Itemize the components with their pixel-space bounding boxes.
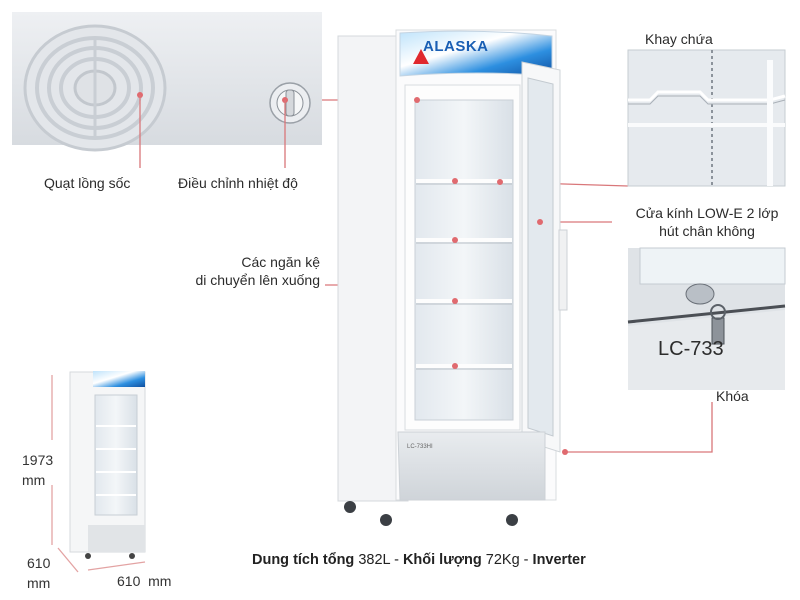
separator: - [394,552,399,568]
capacity-value: 382L [358,552,391,568]
thermostat-label: Điều chỉnh nhiệt độ [178,175,298,191]
capacity-label: Dung tích tổng [252,552,355,568]
small-fridge-image [69,371,146,559]
height-value: 1973 [22,452,54,468]
glass-door-label-line2: hút chân không [659,223,755,239]
spec-summary: Dung tích tổng 382L - Khối lượng 72Kg - … [252,552,586,568]
feature-label: Inverter [532,552,586,568]
thermostat-dial-icon [269,82,311,124]
detail-model-label: LC-733 [658,338,724,360]
height-unit: mm [22,472,46,488]
lock-detail-panel [627,247,786,390]
width-dimension: 610 mm [117,573,172,589]
weight-label: Khối lượng [402,552,482,568]
fan-label: Quạt lồng sốc [44,175,131,191]
weight-value: 72Kg [485,552,520,568]
model-label: LC-733HI [407,444,433,450]
tray-label: Khay chứa [645,31,713,47]
fan-thermostat-detail-panel [12,12,322,152]
depth-value: 610 [27,555,51,571]
wheels [344,501,518,526]
fan-grille-icon [23,24,167,152]
main-fridge-image [337,29,568,526]
shelves [416,179,512,368]
lock-key-icon [685,283,726,345]
shelves-label-line2: di chuyển lên xuống [195,272,320,288]
height-dimension: 1973 mm [22,450,53,490]
dimension-lines [51,375,146,573]
lock-label: Khóa [716,388,749,404]
depth-dimension: 610 mm [27,553,50,593]
shelves-label-line1: Các ngăn kệ [241,254,320,270]
brand-logo-text: ALASKA [423,38,489,55]
glass-door-label-line1: Cửa kính LOW-E 2 lớp [635,205,779,221]
depth-unit: mm [27,575,51,591]
tray-detail-panel [627,49,786,187]
brand-logo-icon [413,49,429,64]
separator: - [523,552,529,568]
